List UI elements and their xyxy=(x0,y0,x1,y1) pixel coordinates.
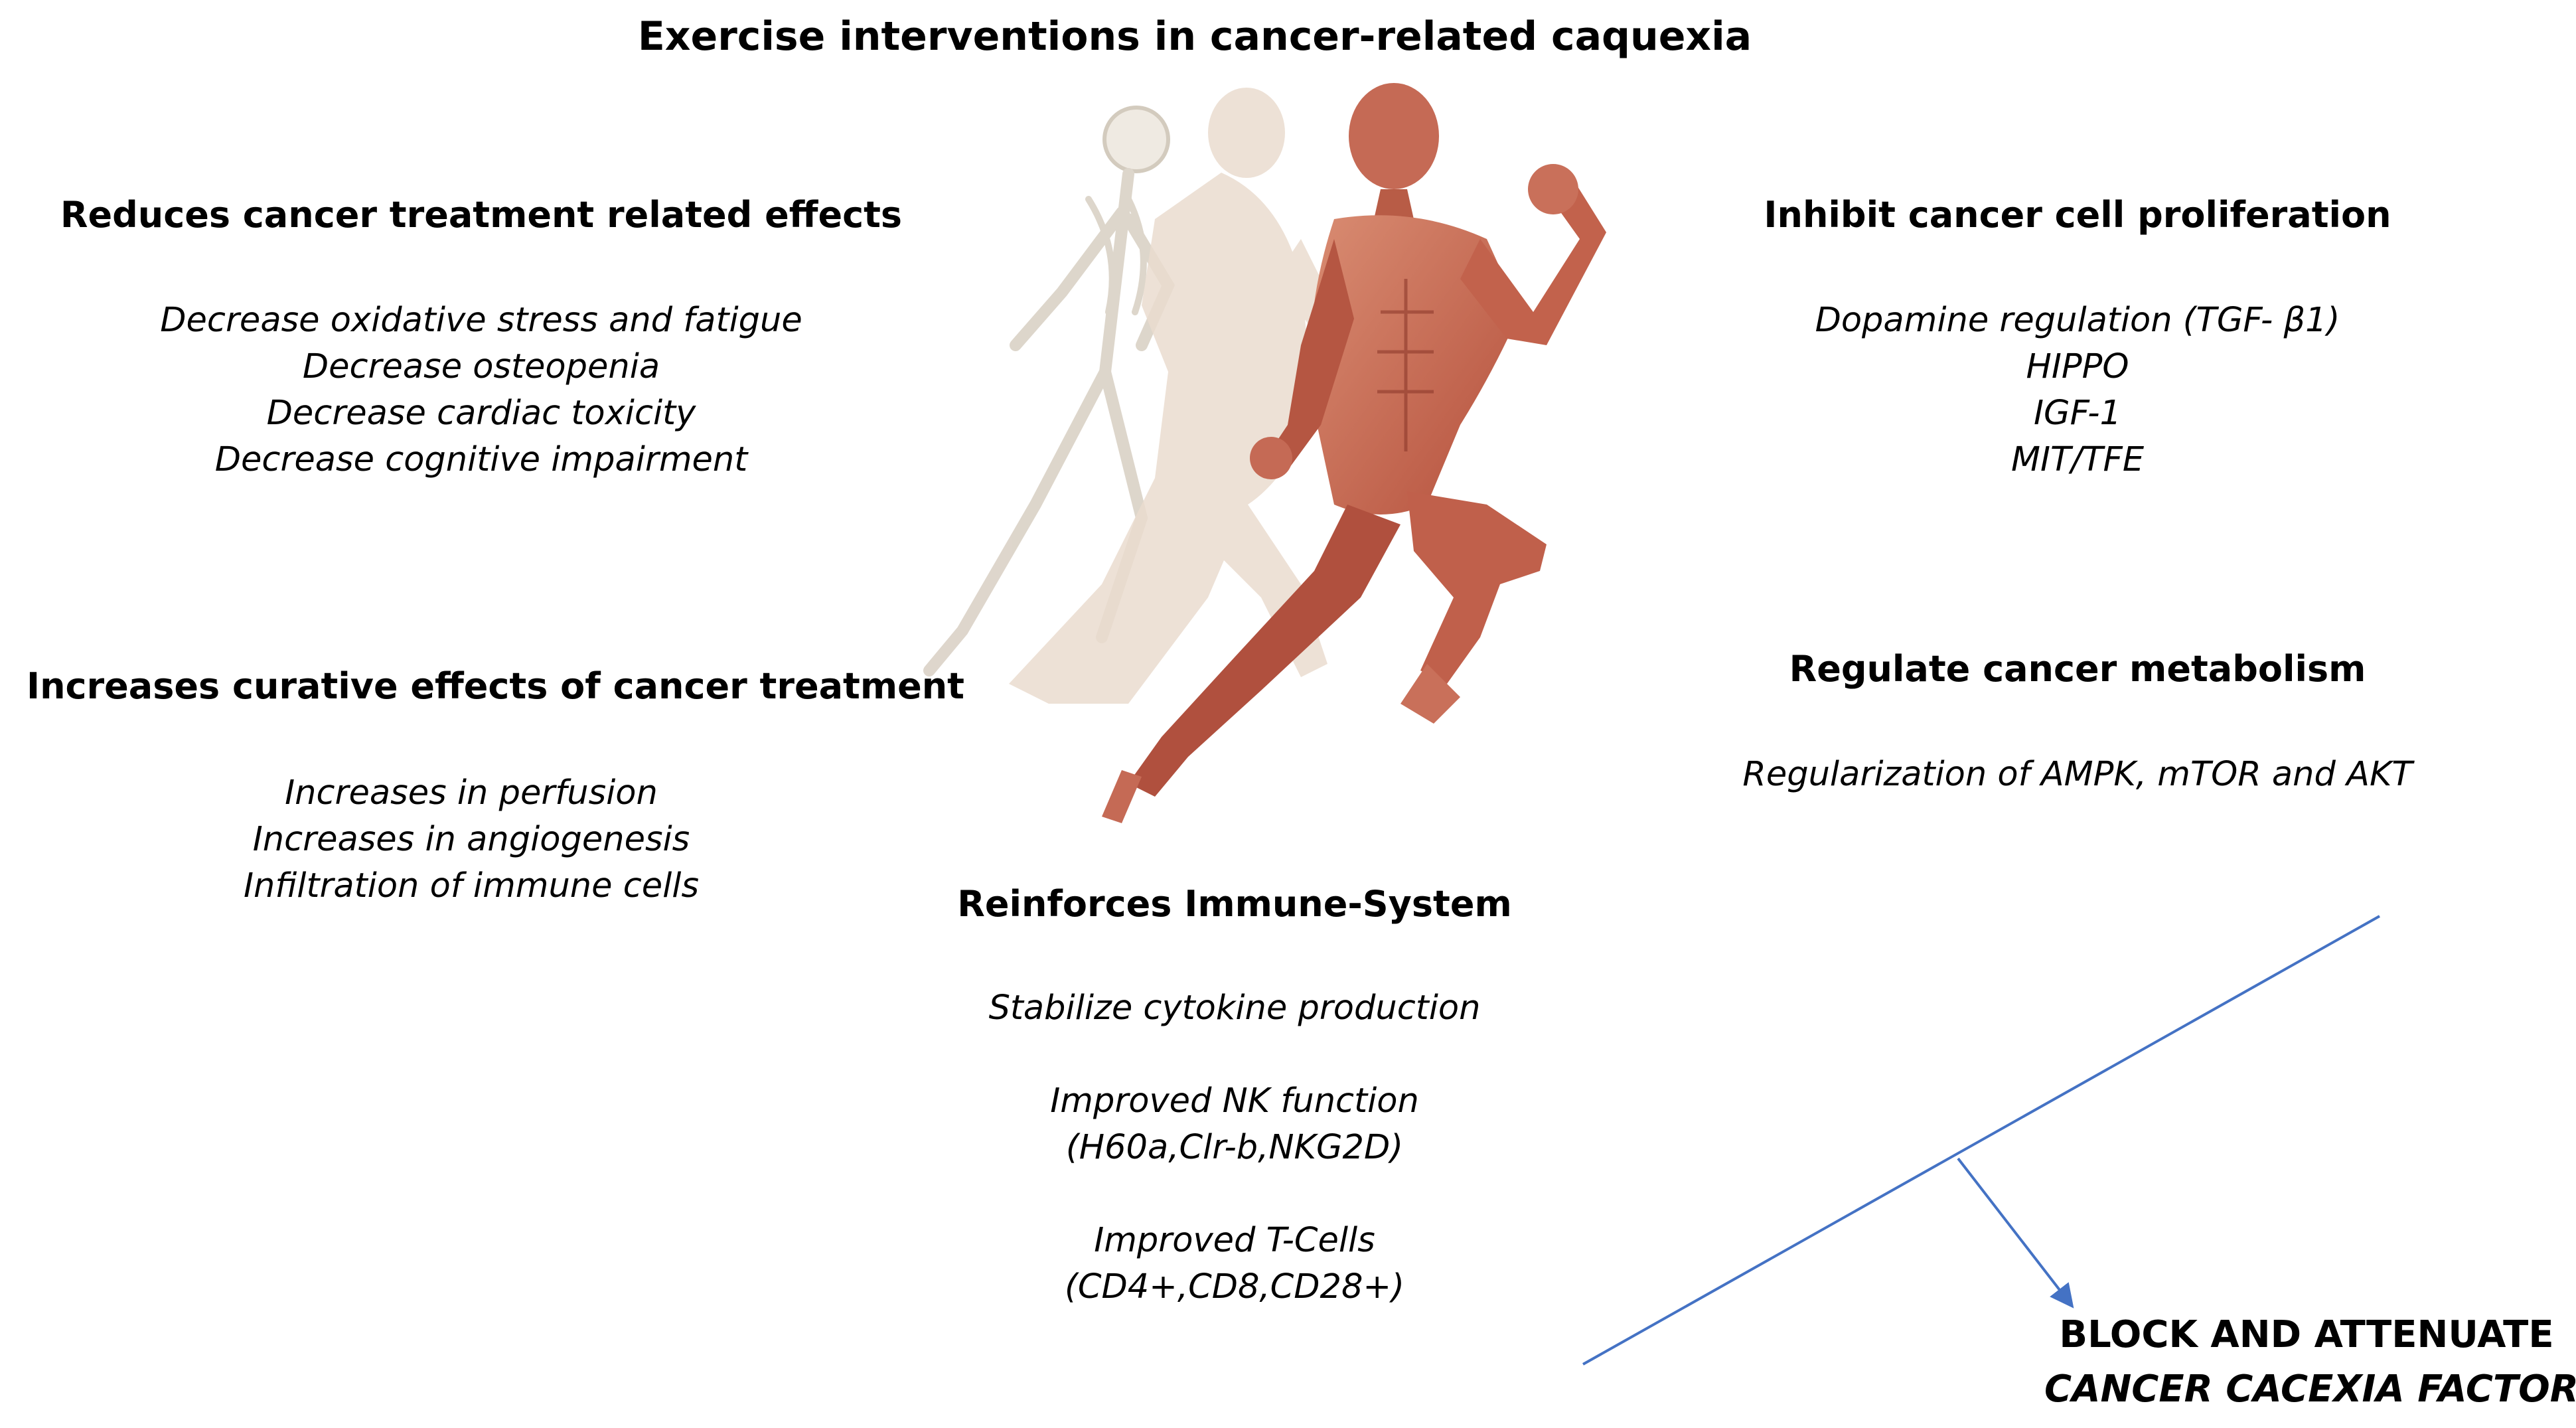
treatment-effects-list: Decrease oxidative stress and fatigue De… xyxy=(33,297,929,483)
list-item: Increases in perfusion xyxy=(285,773,658,813)
list-item: MIT/TFE xyxy=(2010,440,2145,479)
list-item: Decrease cognitive impairment xyxy=(214,440,748,479)
curative-effects-heading: Increases curative effects of cancer tre… xyxy=(27,665,964,707)
curative-effects-list: Increases in perfusion Increases in angi… xyxy=(27,770,916,910)
list-item: HIPPO xyxy=(2026,347,2129,386)
proliferation-heading: Inhibit cancer cell proliferation xyxy=(1764,194,2391,236)
outcome-line-2: CANCER CACEXIA FACTORS xyxy=(2044,1368,2576,1411)
connector-diagonal-line xyxy=(1582,915,2380,1366)
outcome-line-1: BLOCK AND ATTENUATE xyxy=(2059,1313,2554,1356)
list-item: Improved T-Cells xyxy=(1094,1221,1375,1260)
list-item: Dopamine regulation (TGF- β1) xyxy=(1815,301,2340,340)
list-item: Decrease cardiac toxicity xyxy=(266,394,696,433)
treatment-effects-heading: Reduces cancer treatment related effects xyxy=(60,194,903,236)
list-item: (H60a,Clr-b,NKG2D) xyxy=(1065,1128,1404,1167)
metabolism-list: Regularization of AMPK, mTOR and AKT xyxy=(1712,752,2443,798)
list-item: Improved NK function xyxy=(1050,1081,1419,1121)
proliferation-list: Dopamine regulation (TGF- β1) HIPPO IGF-… xyxy=(1712,297,2443,483)
list-item: Increases in angiogenesis xyxy=(252,820,690,859)
immune-list: Stabilize cytokine production Improved N… xyxy=(903,985,1566,1310)
list-item: Infiltration of immune cells xyxy=(243,866,700,906)
immune-heading: Reinforces Immune-System xyxy=(957,883,1512,925)
list-item: Decrease oxidative stress and fatigue xyxy=(160,301,802,340)
list-item: (CD4+,CD8,CD28+) xyxy=(1064,1267,1405,1307)
muscle-figure xyxy=(1102,83,1606,823)
list-item: Decrease osteopenia xyxy=(302,347,660,386)
outcome-arrow xyxy=(1957,1157,2074,1309)
page-title: Exercise interventions in cancer-related… xyxy=(637,13,1752,60)
outcome-label: BLOCK AND ATTENUATE CANCER CACEXIA FACTO… xyxy=(2044,1308,2576,1417)
running-human-anatomy-icon xyxy=(923,83,1606,823)
list-item: IGF-1 xyxy=(2034,394,2121,433)
list-item: Regularization of AMPK, mTOR and AKT xyxy=(1742,755,2413,794)
list-item: Stabilize cytokine production xyxy=(988,989,1481,1028)
metabolism-heading: Regulate cancer metabolism xyxy=(1789,648,2366,690)
